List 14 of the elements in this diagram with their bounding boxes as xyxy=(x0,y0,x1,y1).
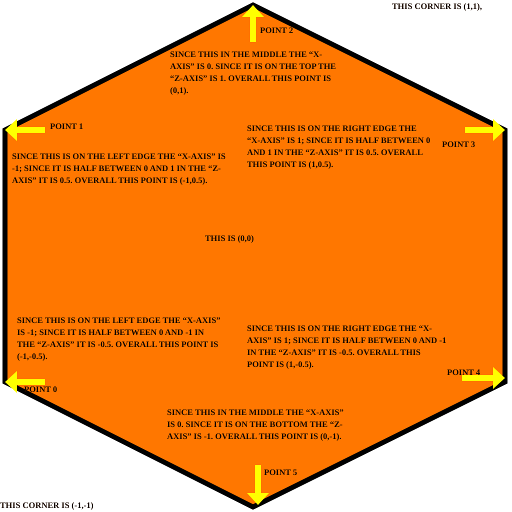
corner-label: THIS CORNER IS (1,1), xyxy=(392,0,483,12)
point-label: POINT 3 xyxy=(442,138,476,150)
center-label: THIS IS (0,0) xyxy=(205,232,255,244)
point-label: POINT 4 xyxy=(447,366,482,378)
description-text: SINCE THIS IS ON THE LEFT EDGE THE “X-AXIS” IS -1; SINCE IT IS HALF BETWEEN 0 AND -1 IN THE “Z-AXIS” IT IS -0.5. OVERALL THIS POINT IS (-1,-0.5). xyxy=(17,314,222,362)
corner-label: THIS CORNER IS (-1,-1) xyxy=(0,499,95,511)
point-label: POINT 5 xyxy=(264,466,298,478)
description-text: SINCE THIS IS ON THE RIGHT EDGE THE “X-AXIS” IS 1; SINCE IT IS HALF BETWEEN 0 AND 1 IN THE “Z-AXIS” IT IS 0.5. OVERALL THIS POINT IS (1,0.5). xyxy=(247,122,432,170)
point-label: POINT 2 xyxy=(260,24,294,36)
description-text: SINCE THIS IN THE MIDDLE THE “X-AXIS” IS 0. SINCE IT IS ON THE TOP THE “Z-AXIS” IS 1. OVERALL THIS POINT IS (0,1). xyxy=(170,48,337,96)
description-text: SINCE THIS IN THE MIDDLE THE “X-AXIS” IS 0. SINCE IT IS ON THE BOTTOM THE “Z-AXIS” IS -1. OVERALL THIS POINT IS (0,-1). xyxy=(167,406,345,442)
description-text: SINCE THIS IS ON THE LEFT EDGE THE “X-AXIS” IS -1; SINCE IT IS HALF BETWEEN 0 AND 1 IN THE “Z-AXIS” IT IS 0.5. OVERALL THIS POINT IS (-1,0.5). xyxy=(12,150,227,186)
description-text: SINCE THIS IS ON THE RIGHT EDGE THE “X-AXIS” IS 1; SINCE IT IS HALF BETWEEN 0 AND -1 IN THE “Z-AXIS” IT IS -0.5. OVERALL THIS POINT IS (1,-0.5). xyxy=(247,322,447,370)
point-label: POINT 1 xyxy=(50,120,84,132)
